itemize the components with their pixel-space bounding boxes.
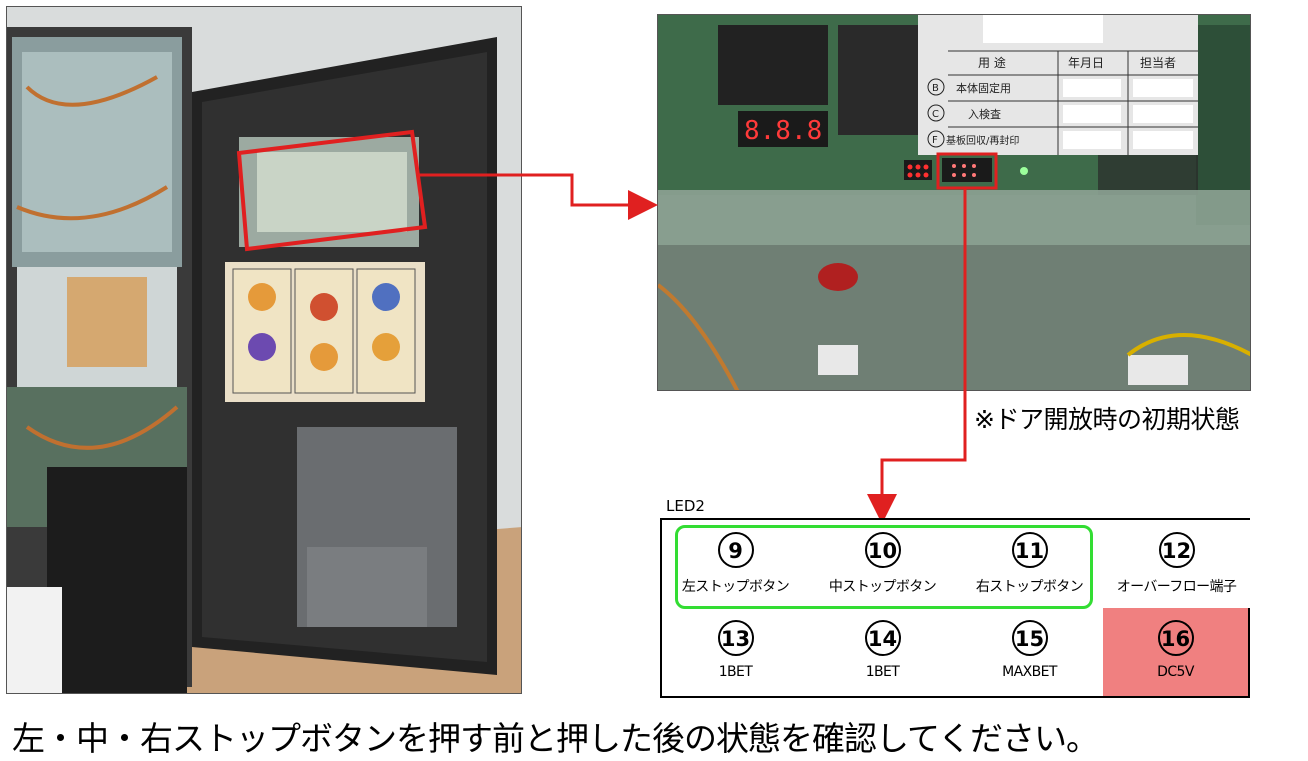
led-label: オーバーフロー端子	[1116, 579, 1237, 595]
led-number: 16	[1157, 620, 1194, 656]
door-open-initial-state-note: ※ドア開放時の初期状態	[974, 405, 1240, 434]
instruction-caption: 左・中・右ストップボタンを押す前と押した後の状態を確認してください。	[12, 719, 1099, 758]
svg-text:8.8.8: 8.8.8	[744, 116, 822, 146]
seal-header-date: 年月日	[1068, 56, 1104, 70]
seal-row-c: 入検査	[968, 107, 1001, 121]
seal-row-b: 本体固定用	[956, 81, 1011, 95]
led-number: 12	[1158, 532, 1195, 568]
slot-machine-photo	[6, 6, 522, 694]
led-number: 13	[717, 620, 754, 656]
led-number: 9	[717, 532, 754, 568]
led-cell-12: 12 オーバーフロー端子	[1103, 520, 1250, 608]
stop-button-group-outline	[675, 525, 1093, 609]
svg-text:B: B	[932, 83, 939, 94]
led-number: 14	[864, 620, 901, 656]
board-closeup-photo: 8.8.8 用 途 年月日 担当者 B C F 本体固定用 入検査 基板回収/再…	[657, 14, 1251, 391]
led-label: DC5V	[1157, 664, 1194, 680]
led-cell-14: 14 1BET	[809, 608, 956, 696]
led-cell-10: 10 中ストップボタン	[809, 520, 956, 608]
led-panel-title: LED2	[666, 497, 705, 515]
led-label: 1BET	[718, 664, 753, 680]
led-cell-15: 15 MAXBET	[956, 608, 1103, 696]
led-cell-13: 13 1BET	[662, 608, 809, 696]
seal-row-f: 基板回収/再封印	[946, 134, 1019, 147]
svg-text:F: F	[932, 135, 938, 146]
led-label: 右ストップボタン	[975, 579, 1084, 595]
led-cell-16: 16 DC5V	[1103, 608, 1248, 696]
led-number: 10	[864, 532, 901, 568]
led-number: 11	[1011, 532, 1048, 568]
led-number: 15	[1011, 620, 1048, 656]
seal-header-purpose: 用 途	[978, 55, 1006, 70]
led-cell-9: 9 左ストップボタン	[662, 520, 809, 608]
svg-text:C: C	[932, 109, 939, 120]
led-label: 1BET	[865, 664, 900, 680]
seal-header-staff: 担当者	[1140, 56, 1176, 70]
led-cell-11: 11 右ストップボタン	[956, 520, 1103, 608]
led-label: MAXBET	[1002, 664, 1057, 680]
led-label: 左ストップボタン	[681, 579, 790, 595]
led-label: 中ストップボタン	[828, 579, 937, 595]
